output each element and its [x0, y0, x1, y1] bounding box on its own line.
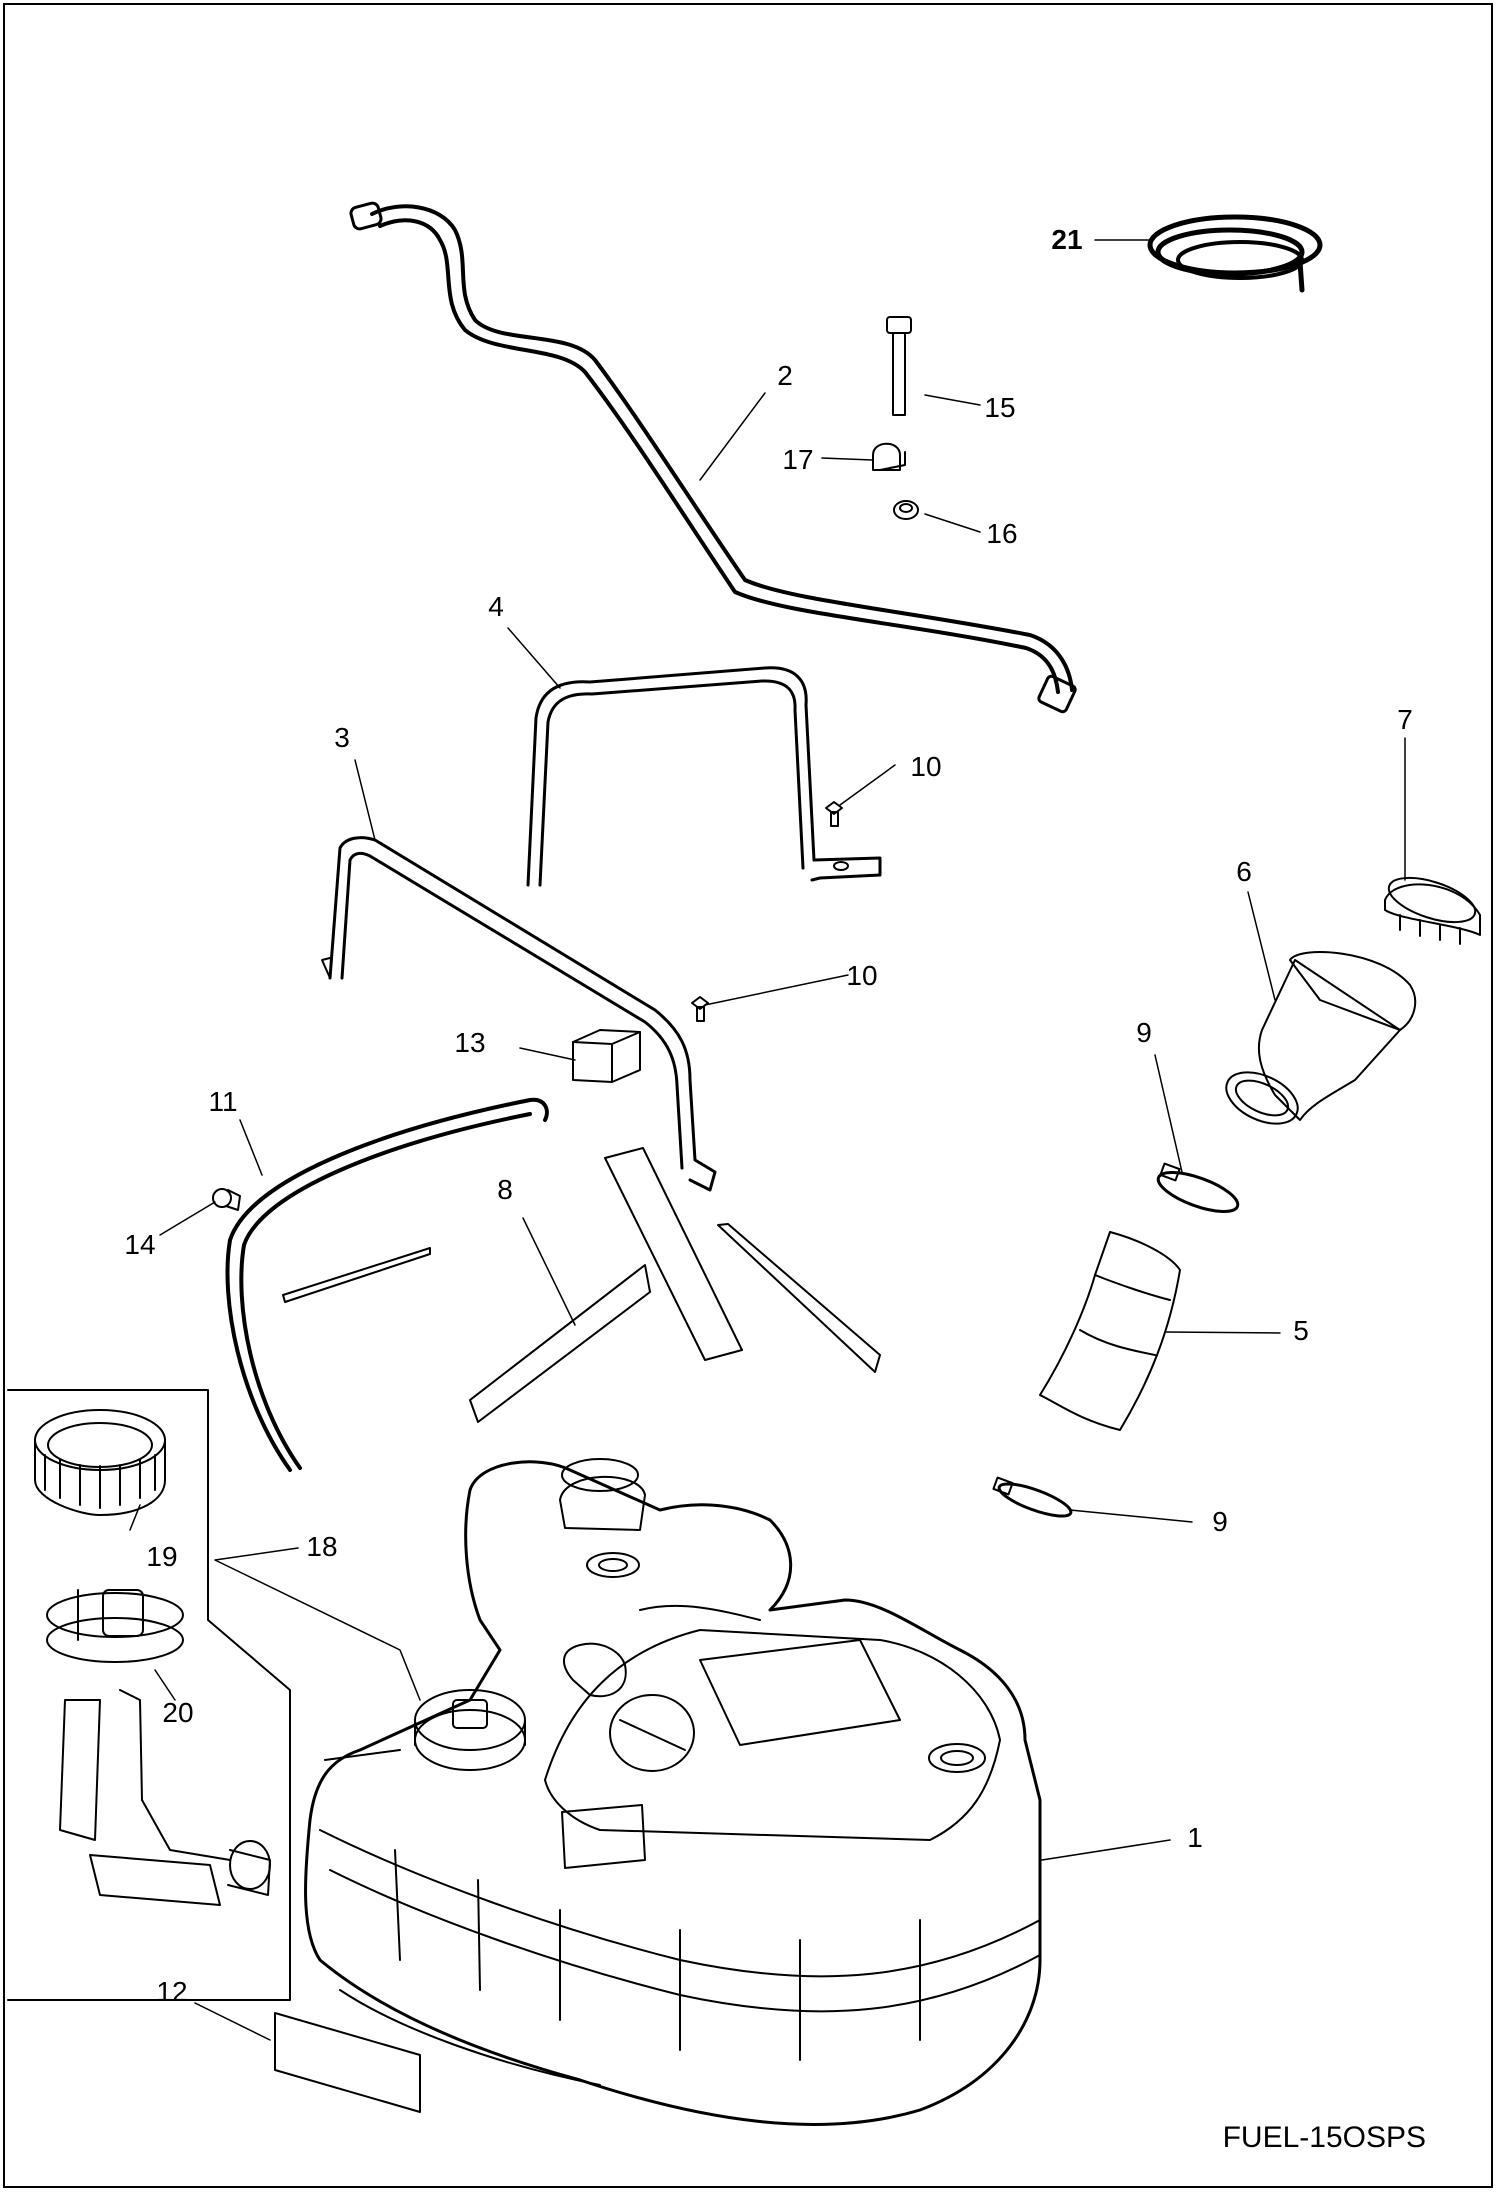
figure-code: FUEL-15OSPS	[1222, 2121, 1426, 2154]
callout-9-lower: 9	[1212, 1506, 1228, 1537]
diagram-frame	[3, 3, 1493, 2188]
part-17-clip	[872, 442, 906, 471]
part-3-strap	[321, 836, 717, 1192]
callout-5: 5	[1293, 1315, 1309, 1346]
part-10-bolt-lower	[691, 996, 709, 1022]
callout-9-upper: 9	[1136, 1017, 1152, 1048]
part-1-fuel-tank	[304, 1458, 1042, 2126]
part-6-filler-neck	[1225, 951, 1417, 1125]
callout-8: 8	[497, 1174, 513, 1205]
part-8-pads	[282, 1147, 881, 1423]
callout-17: 17	[782, 444, 814, 475]
callout-12: 12	[156, 1976, 188, 2007]
part-9-clamp-lower	[992, 1476, 1073, 1518]
callout-19: 19	[146, 1541, 178, 1572]
inset-box-18	[7, 1389, 291, 2001]
part-12-label	[274, 2012, 421, 2113]
callout-3: 3	[334, 722, 350, 753]
part-5-hose	[1039, 1231, 1181, 1431]
callout-15: 15	[984, 392, 1016, 423]
part-20-fuel-pump-module	[46, 1589, 271, 1906]
callout-14: 14	[124, 1229, 156, 1260]
callout-13: 13	[454, 1027, 486, 1058]
leader-lines	[129, 239, 1406, 2041]
part-15-bolt	[886, 316, 912, 416]
callout-18: 18	[306, 1531, 338, 1562]
part-11-hose	[225, 1097, 549, 1472]
callout-10-lower: 10	[846, 960, 878, 991]
callout-11: 11	[208, 1086, 238, 1117]
callout-7: 7	[1397, 704, 1413, 735]
callout-2: 2	[777, 360, 793, 391]
part-4-strap	[526, 666, 882, 887]
part-16-nut	[893, 500, 919, 520]
part-14-clamp	[212, 1188, 241, 1211]
part-7-cap	[1384, 876, 1481, 945]
part-21-hose-coil	[1147, 214, 1323, 293]
part-10-bolt-upper	[825, 801, 843, 827]
callout-20: 20	[162, 1697, 194, 1728]
part-2-vent-tube	[349, 201, 1077, 714]
part-13-foam-block	[572, 1029, 641, 1083]
callout-10-upper: 10	[910, 751, 942, 782]
callout-6: 6	[1236, 856, 1252, 887]
callout-21: 21	[1051, 224, 1083, 255]
part-19-lock-ring	[34, 1409, 166, 1516]
callout-16: 16	[986, 518, 1018, 549]
callout-4: 4	[488, 591, 504, 622]
callout-1: 1	[1187, 1822, 1203, 1853]
part-9-clamp-upper	[1156, 1162, 1240, 1213]
